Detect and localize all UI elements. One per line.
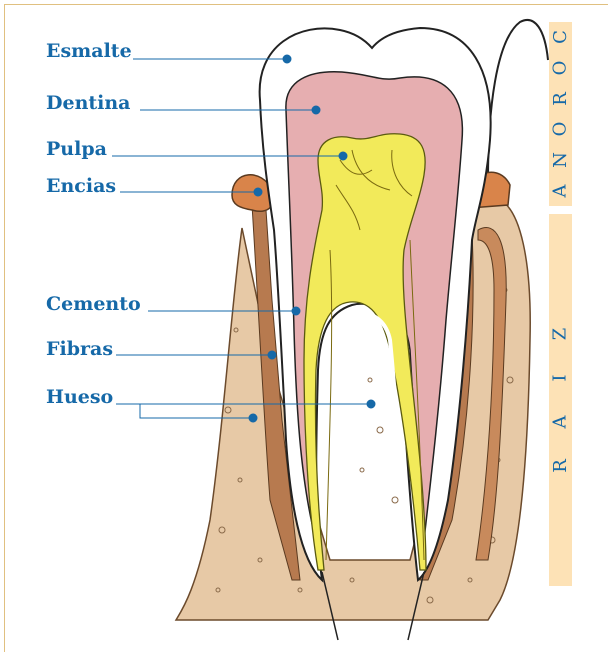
raiz-letter: Z [551, 328, 569, 341]
label-fibras: Fibras [46, 340, 113, 359]
corona-letter: O [551, 61, 569, 76]
corona-letter: R [552, 92, 570, 106]
corona-letter: O [551, 122, 569, 137]
label-encias: Encias [46, 177, 116, 196]
raiz-letter: R [552, 459, 570, 473]
corona-letter: C [552, 30, 570, 44]
raiz-section-bar: Z I A R [549, 214, 572, 586]
label-pulpa: Pulpa [46, 140, 107, 159]
label-cemento: Cemento [46, 295, 141, 314]
raiz-letter: I [552, 374, 570, 381]
label-hueso: Hueso [46, 388, 113, 407]
raiz-letter: A [552, 416, 570, 429]
label-dentina: Dentina [46, 94, 131, 113]
label-esmalte: Esmalte [46, 42, 132, 61]
corona-letter: N [552, 152, 570, 168]
corona-section-bar: C O R O N A [549, 22, 572, 206]
neighbor-tooth [488, 20, 548, 180]
corona-letter: A [552, 184, 570, 197]
tooth-pulp [304, 134, 426, 570]
